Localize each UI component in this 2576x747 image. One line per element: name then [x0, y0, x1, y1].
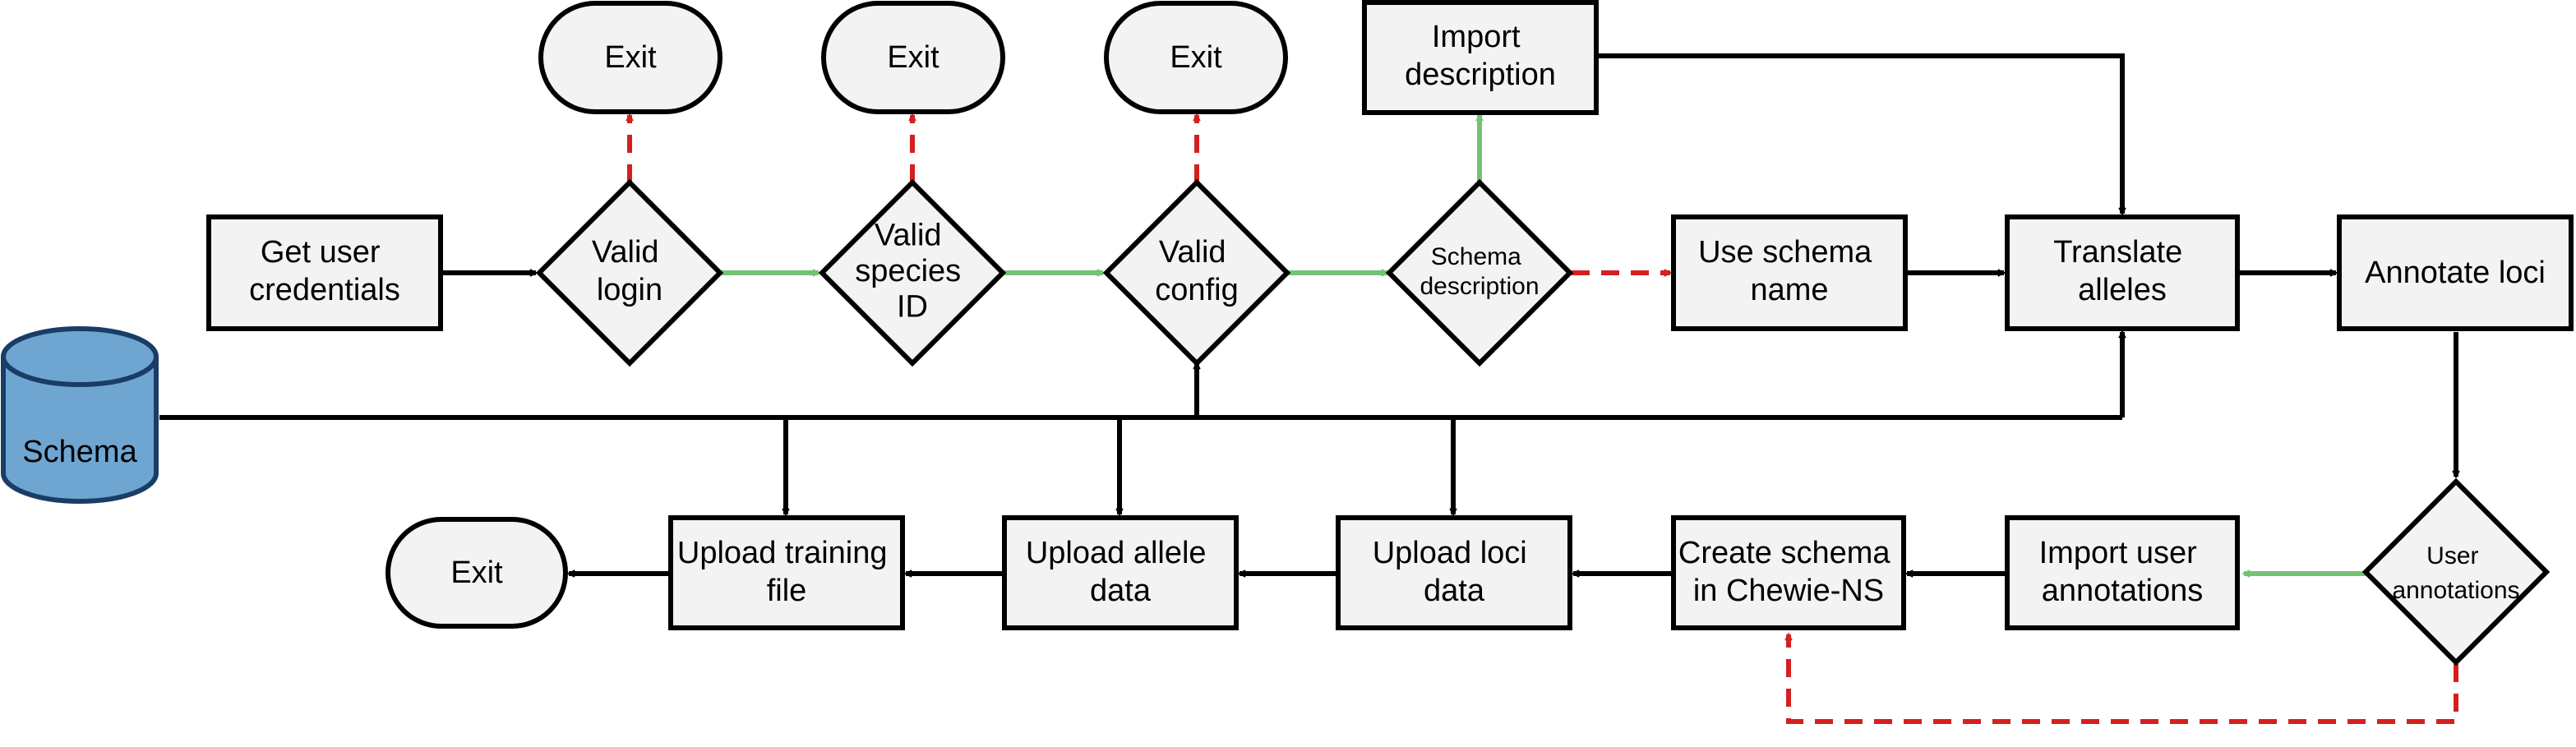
user-annotations-label-2: annotations: [2392, 577, 2519, 604]
svg-text:Get user credentials: Get user credentials: [249, 235, 400, 307]
schema-description-label-2: description: [1420, 273, 1539, 300]
valid-species-decision: Valid species ID: [818, 178, 1007, 367]
arrow-import-description-to-translate: [1598, 53, 2126, 216]
svg-text:Upload loci data: Upload loci data: [1373, 536, 1536, 608]
upload-allele-label-1: Upload allele: [1026, 536, 1207, 570]
annotate-loci-label: Annotate loci: [2365, 256, 2546, 290]
svg-text:Valid login: Valid login: [592, 235, 667, 307]
connectors: [159, 53, 2460, 724]
exit-final-terminal: Exit: [385, 517, 568, 629]
get-credentials-label-1: Get user: [261, 235, 381, 270]
schema-description-decision: Schema description: [1385, 178, 1574, 367]
svg-text:Use schema name: Use schema name: [1698, 235, 1881, 307]
valid-species-label-3: ID: [897, 290, 928, 325]
exit-species-label: Exit: [887, 40, 939, 75]
exit-config-terminal: Exit: [1104, 1, 1288, 114]
valid-login-label-1: Valid: [592, 235, 659, 270]
valid-login-decision: Valid login: [535, 178, 724, 367]
import-description-box: Import description: [1362, 0, 1599, 115]
import-description-label-2: description: [1405, 58, 1556, 92]
valid-config-label-2: config: [1155, 273, 1238, 307]
import-user-annotations-box: Import user annotations: [2005, 515, 2240, 630]
annotate-loci-box: Annotate loci: [2337, 214, 2574, 331]
svg-text:User annotations: User annotations: [2392, 542, 2519, 604]
import-description-label-1: Import: [1432, 20, 1521, 54]
exit-login-label: Exit: [604, 40, 657, 75]
schema-description-label-1: Schema: [1431, 243, 1521, 270]
valid-species-label-2: species: [855, 254, 961, 288]
schema-database: Schema: [1, 326, 159, 504]
upload-loci-box: Upload loci data: [1336, 515, 1572, 630]
svg-text:Schema description: Schema description: [1420, 243, 1539, 300]
svg-text:Upload training file: Upload training file: [677, 536, 896, 608]
translate-alleles-label-1: Translate: [2053, 235, 2182, 270]
upload-training-label-2: file: [767, 574, 807, 608]
svg-text:Translate alleles: Translate alleles: [2053, 235, 2191, 307]
exit-config-label: Exit: [1170, 40, 1222, 75]
valid-species-label-1: Valid: [875, 218, 942, 252]
valid-config-label-1: Valid: [1159, 235, 1226, 270]
translate-alleles-box: Translate alleles: [2005, 214, 2240, 331]
import-user-annotations-label-1: Import user: [2039, 536, 2198, 570]
svg-text:Create schema in Chewie-: Create schema in Chewie-NS: [1678, 536, 1899, 608]
upload-loci-label-2: data: [1424, 574, 1485, 608]
use-schema-name-box: Use schema name: [1671, 214, 1908, 331]
exit-final-label: Exit: [450, 556, 503, 590]
upload-allele-label-2: data: [1090, 574, 1152, 608]
arrow-user-annotations-no: [1784, 632, 2458, 724]
create-schema-box: Create schema in Chewie-NS: [1671, 515, 1906, 630]
user-annotations-decision: User annotations: [2361, 477, 2551, 666]
svg-text:Valid config: Valid config: [1155, 235, 1238, 307]
valid-login-label-2: login: [597, 273, 662, 307]
create-schema-label-2: in Chewie-NS: [1693, 574, 1884, 608]
upload-training-box: Upload training file: [668, 515, 905, 630]
get-credentials-box: Get user credentials: [206, 214, 443, 331]
use-schema-name-label-2: name: [1750, 273, 1828, 307]
exit-login-terminal: Exit: [538, 1, 722, 114]
svg-text:Import user annotations: Import user annotations: [2039, 536, 2206, 608]
schema-database-label: Schema: [22, 435, 137, 469]
valid-config-decision: Valid config: [1102, 178, 1291, 367]
exit-species-terminal: Exit: [821, 1, 1005, 114]
create-schema-label-1: Create schema: [1678, 536, 1891, 570]
get-credentials-label-2: credentials: [249, 273, 400, 307]
translate-alleles-label-2: alleles: [2078, 273, 2167, 307]
upload-training-label-1: Upload training: [677, 536, 888, 570]
use-schema-name-label-1: Use schema: [1698, 235, 1872, 270]
upload-loci-label-1: Upload loci: [1373, 536, 1527, 570]
upload-allele-box: Upload allele data: [1002, 515, 1239, 630]
svg-text:Import description: Import description: [1405, 20, 1556, 92]
user-annotations-label-1: User: [2426, 542, 2478, 569]
svg-text:Upload allele data: Upload allele data: [1026, 536, 1215, 608]
svg-text:Valid species ID: Valid species ID: [855, 218, 969, 324]
import-user-annotations-label-2: annotations: [2042, 574, 2204, 608]
